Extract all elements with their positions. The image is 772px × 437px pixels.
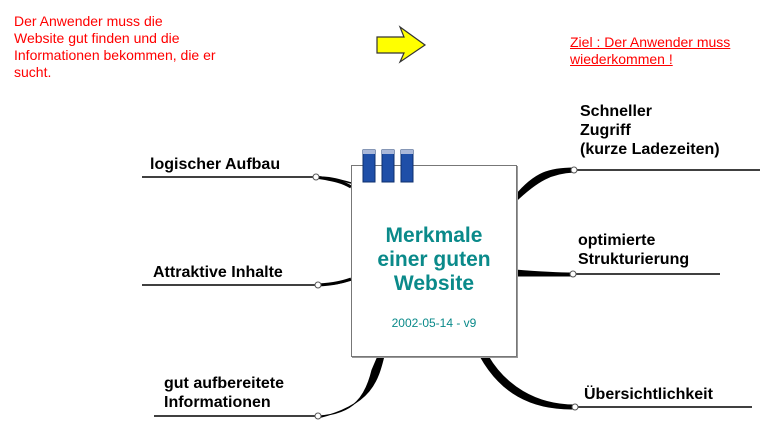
note-left-line: Website gut finden und die xyxy=(14,30,180,46)
branch-label-line: (kurze Ladezeiten) xyxy=(580,141,720,158)
branch-gut-aufbereitete-informationen: gut aufbereitete Informationen xyxy=(164,374,284,412)
branch-uebersichtlichkeit: Übersichtlichkeit xyxy=(584,385,713,404)
branch-optimierte-strukturierung: optimierte Strukturierung xyxy=(578,231,689,269)
branch-schneller-zugriff: Schneller Zugriff (kurze Ladezeiten) xyxy=(580,102,720,159)
note-right-line: wiederkommen ! xyxy=(570,51,673,67)
branch-label-line: Strukturierung xyxy=(578,251,690,268)
branch-curve-logischer-aufbau xyxy=(315,175,352,189)
note-left-line: Der Anwender muss die xyxy=(14,13,163,29)
branch-label-line: Zugriff xyxy=(580,122,631,139)
central-topic-date: 2002-05-14 - v9 xyxy=(391,316,477,330)
central-topic-title: Merkmale einer guten Website xyxy=(352,224,516,296)
right-arrow-icon xyxy=(376,25,427,64)
central-title-line: Merkmale xyxy=(385,224,483,247)
central-topic: Merkmale einer guten Website 2002-05-14 … xyxy=(351,165,517,357)
branch-label-line: logischer Aufbau xyxy=(150,156,281,173)
note-left-line: Informationen bekommen, die er xyxy=(14,47,216,63)
note-left-line: sucht. xyxy=(14,64,52,80)
branch-label-line: Schneller xyxy=(580,103,653,120)
branch-curve-schneller-zugriff xyxy=(514,167,575,204)
branch-label-line: Übersichtlichkeit xyxy=(584,386,713,403)
branch-label-line: Attraktive Inhalte xyxy=(153,264,283,281)
branch-logischer-aufbau: logischer Aufbau xyxy=(150,155,280,174)
branch-label-line: Informationen xyxy=(164,394,271,411)
note-right: Ziel : Der Anwender muss wiederkommen ! xyxy=(570,34,760,68)
central-title-line: einer guten xyxy=(377,248,491,271)
central-title-line: Website xyxy=(393,272,475,295)
note-right-line: Ziel : Der Anwender muss xyxy=(570,34,731,50)
branch-label-line: optimierte xyxy=(578,232,656,249)
branch-attraktive-inhalte: Attraktive Inhalte xyxy=(153,263,283,282)
branch-label-line: gut aufbereitete xyxy=(164,375,285,392)
binder-tabs-icon xyxy=(362,149,414,183)
branch-curve-optimierte xyxy=(514,269,574,277)
branch-curve-uebersichtlichkeit xyxy=(479,355,576,410)
branch-curve-gut-aufbereitete xyxy=(317,355,385,419)
branch-curve-attraktive-inhalte xyxy=(317,277,352,287)
note-left: Der Anwender muss die Website gut finden… xyxy=(14,13,264,81)
